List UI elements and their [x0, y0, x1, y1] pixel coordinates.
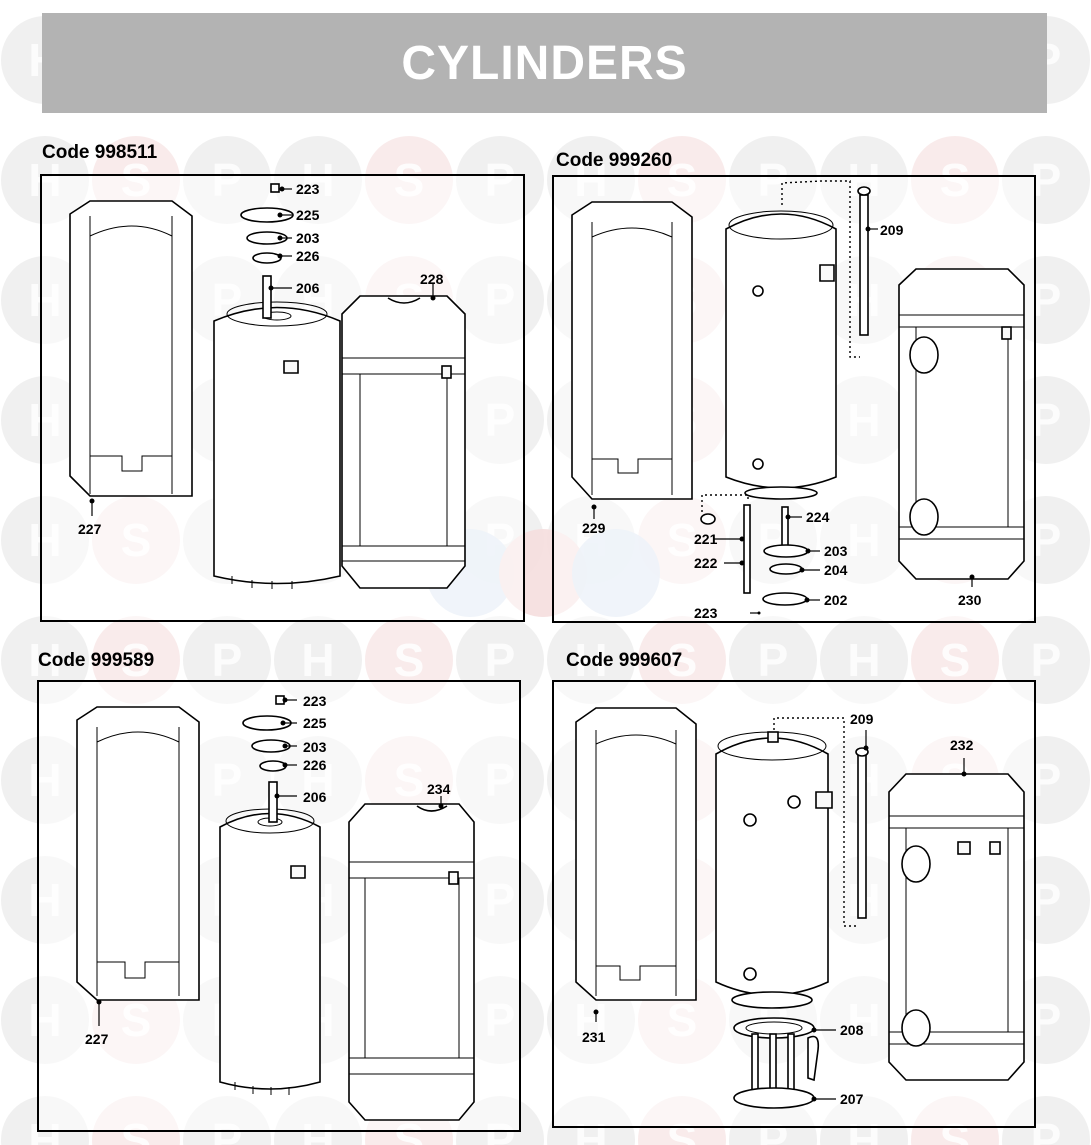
callout-225: 225 [303, 715, 327, 731]
svg-text:P: P [212, 634, 243, 686]
callout-206: 206 [296, 280, 320, 296]
callout-206: 206 [303, 789, 327, 805]
svg-text:H: H [301, 634, 334, 686]
callout-232: 232 [950, 737, 974, 753]
callout-203: 203 [824, 543, 848, 559]
callout-221: 221 [694, 531, 718, 547]
svg-text:S: S [394, 634, 425, 686]
page-title: CYLINDERS [401, 36, 688, 90]
exploded-diagram-999607: 209 232 231 208 207 [575, 707, 1025, 1109]
callout-204: 204 [824, 562, 848, 578]
callout-230: 230 [958, 592, 982, 608]
exploded-diagram-999589: 223 225 203 226 206 234 227 [76, 693, 475, 1121]
svg-text:H: H [847, 634, 880, 686]
callout-203: 203 [303, 739, 327, 755]
panel-1-code: Code 998511 [42, 142, 158, 163]
svg-text:H: H [28, 634, 61, 686]
callout-223: 223 [296, 181, 320, 197]
callout-222: 222 [694, 555, 718, 571]
callout-203: 203 [296, 230, 320, 246]
panel-998511: 223 225 203 226 206 228 227 [40, 174, 525, 622]
callout-223: 223 [303, 693, 327, 709]
panel-999607: 209 232 231 208 207 [552, 680, 1036, 1128]
svg-text:P: P [1031, 634, 1062, 686]
svg-text:H: H [574, 634, 607, 686]
callout-202: 202 [824, 592, 848, 608]
svg-text:S: S [667, 634, 698, 686]
title-banner: CYLINDERS [42, 13, 1047, 113]
panel-999589: 223 225 203 226 206 234 227 [37, 680, 521, 1132]
callout-228: 228 [420, 271, 444, 287]
svg-text:P: P [485, 634, 516, 686]
callout-231: 231 [582, 1029, 606, 1045]
callout-208: 208 [840, 1022, 864, 1038]
panel-2-code: Code 999260 [556, 150, 673, 171]
callout-226: 226 [303, 757, 327, 773]
svg-text:P: P [758, 634, 789, 686]
panel-3-code: Code 999589 [38, 650, 155, 671]
svg-text:S: S [940, 634, 971, 686]
callout-229: 229 [582, 520, 606, 536]
callout-209: 209 [850, 711, 874, 727]
callout-226: 226 [296, 248, 320, 264]
callout-234: 234 [427, 781, 451, 797]
exploded-diagram-999260: 209 229 224 221 203 222 204 202 223 230 [571, 180, 1025, 621]
callout-225: 225 [296, 207, 320, 223]
panel-999260: 209 229 224 221 203 222 204 202 223 230 [552, 175, 1036, 623]
exploded-diagram-998511: 223 225 203 226 206 228 227 [69, 181, 466, 589]
callout-227: 227 [85, 1031, 109, 1047]
callout-227: 227 [78, 521, 102, 537]
callout-207: 207 [840, 1091, 864, 1107]
callout-209: 209 [880, 222, 904, 238]
callout-224: 224 [806, 509, 830, 525]
panel-4-code: Code 999607 [566, 650, 683, 671]
svg-text:S: S [121, 634, 152, 686]
callout-223: 223 [694, 605, 718, 621]
